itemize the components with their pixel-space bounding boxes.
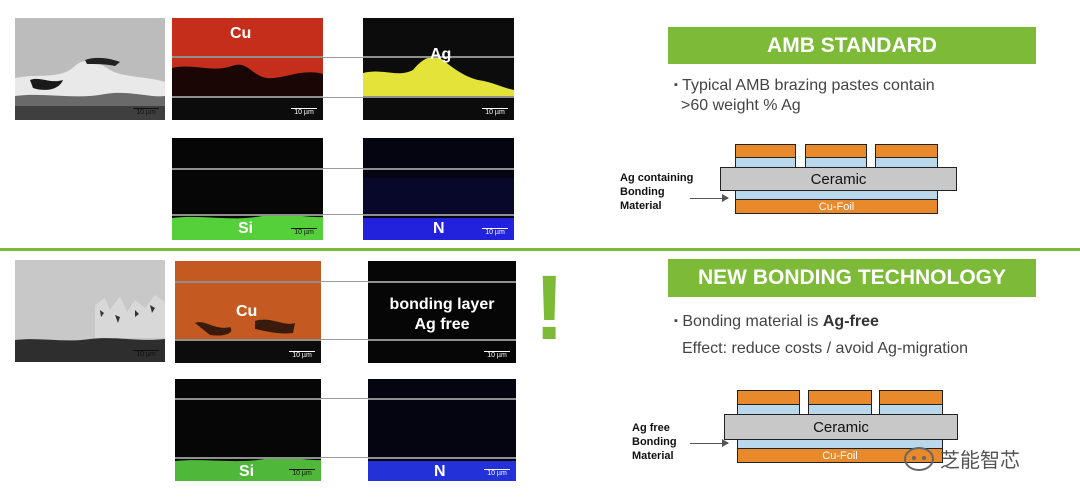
ag-label-top: Ag: [430, 46, 452, 63]
n-texture-top: [363, 138, 514, 240]
sem-image-bottom: 10 µm: [15, 260, 165, 362]
scale-bar: 10 µm: [133, 108, 159, 117]
n-map-top: N 10 µm: [363, 138, 514, 240]
scale-bar: 10 µm: [133, 350, 159, 359]
cu-pad: [875, 144, 938, 158]
scale-bar: 10 µm: [291, 228, 317, 237]
layer-line: [368, 339, 516, 341]
layer-line: [172, 56, 323, 58]
pointer-arrow: [690, 439, 729, 447]
cu-foil: Cu-Foil: [737, 448, 943, 463]
layer-line: [172, 168, 323, 170]
si-texture-top: [172, 138, 323, 240]
pointer-arrow: [690, 194, 729, 202]
n-label-top: N: [433, 220, 445, 237]
layer-line: [368, 281, 516, 283]
scale-bar: 10 µm: [482, 228, 508, 237]
new-bonding-header: NEW BONDING TECHNOLOGY: [668, 259, 1036, 297]
layer-line: [172, 214, 323, 216]
layer-line: [175, 339, 321, 341]
layer-line: [363, 56, 514, 58]
cu-pad: [808, 390, 872, 405]
scale-bar: 10 µm: [484, 351, 510, 360]
layer-line: [175, 457, 321, 459]
amb-standard-header: AMB STANDARD: [668, 27, 1036, 64]
ag-texture-top: [363, 18, 514, 120]
layer-connector: [323, 168, 363, 169]
scale-bar: 10 µm: [482, 108, 508, 117]
layer-line: [368, 398, 516, 400]
bullet-marker: ▪: [674, 79, 678, 91]
cu-label-top: Cu: [230, 25, 252, 42]
newtech-bullet-bold: Ag-free: [822, 313, 879, 330]
label-line: Bonding: [632, 436, 677, 448]
wechat-icon: [904, 446, 934, 471]
n-texture-bottom: [368, 379, 516, 481]
bonding-layer-label: bonding layer Ag free: [368, 295, 516, 335]
sem-image-top: 10 µm: [15, 18, 165, 120]
label-line: Ag free: [632, 422, 670, 434]
layer-connector: [321, 281, 368, 282]
amb-bonding-label: Ag containing Bonding Material: [620, 171, 693, 213]
cu-texture-top: [172, 18, 323, 120]
layer-line: [363, 96, 514, 98]
layer-connector: [321, 457, 368, 458]
sem-texture-top: [15, 18, 165, 120]
layer-line: [368, 457, 516, 459]
section-divider: [0, 248, 1080, 251]
cu-label-bottom: Cu: [236, 303, 258, 320]
amb-bullet: ▪ Typical AMB brazing pastes contain >60…: [674, 75, 1054, 116]
layer-line: [172, 96, 323, 98]
layer-connector: [323, 57, 363, 58]
cu-pad: [735, 144, 796, 158]
watermark-text: 芝能智芯: [940, 450, 1020, 472]
bonding-layer-line1: bonding layer: [389, 296, 495, 313]
layer-connector: [321, 398, 368, 399]
layer-line: [175, 281, 321, 283]
amb-bullet-line1: Typical AMB brazing pastes contain: [682, 77, 935, 94]
layer-line: [175, 398, 321, 400]
label-line: Bonding: [620, 186, 665, 198]
si-map-top: Si 10 µm: [172, 138, 323, 240]
scale-bar: 10 µm: [289, 469, 315, 478]
cu-pad: [805, 144, 867, 158]
label-line: Ag containing: [620, 172, 694, 184]
layer-connector: [323, 97, 363, 98]
newtech-effect: Effect: reduce costs / avoid Ag-migratio…: [682, 340, 969, 357]
exclamation-mark: !: [534, 257, 565, 359]
ag-map-top: Ag 10 µm: [363, 18, 514, 120]
ceramic-substrate: Ceramic: [724, 414, 958, 440]
si-texture-bottom: [175, 379, 321, 481]
newtech-bullet-prefix: Bonding material is: [682, 313, 823, 330]
label-line: Material: [632, 450, 674, 462]
cu-map-top: Cu 10 µm: [172, 18, 323, 120]
sem-texture-bottom: [15, 260, 165, 362]
scale-bar: 10 µm: [289, 351, 315, 360]
scale-bar: 10 µm: [291, 108, 317, 117]
cu-pad: [879, 390, 943, 405]
n-label-bottom: N: [434, 463, 446, 480]
watermark: 芝能智芯: [904, 444, 1020, 473]
ceramic-substrate: Ceramic: [720, 167, 957, 191]
scale-bar: 10 µm: [484, 469, 510, 478]
si-label-bottom: Si: [239, 463, 255, 480]
si-map-bottom: Si 10 µm: [175, 379, 321, 481]
cu-texture-bottom: [175, 261, 321, 363]
amb-bullet-line2: >60 weight % Ag: [681, 97, 801, 114]
layer-connector: [321, 339, 368, 340]
bonding-layer-line2: Ag free: [414, 316, 470, 333]
cu-foil: Cu-Foil: [735, 199, 938, 214]
layer-line: [363, 214, 514, 216]
cu-map-bottom: Cu 10 µm: [175, 261, 321, 363]
n-map-bottom: N 10 µm: [368, 379, 516, 481]
si-label-top: Si: [238, 220, 254, 237]
newtech-bonding-label: Ag free Bonding Material: [632, 421, 677, 463]
bonding-layer-map: bonding layer Ag free 10 µm: [368, 261, 516, 363]
bullet-marker: ▪: [674, 315, 678, 327]
cu-pad: [737, 390, 800, 405]
label-line: Material: [620, 200, 662, 212]
newtech-bullet: ▪ Bonding material is Ag-free: [674, 311, 1054, 332]
layer-line: [363, 168, 514, 170]
layer-connector: [323, 214, 363, 215]
